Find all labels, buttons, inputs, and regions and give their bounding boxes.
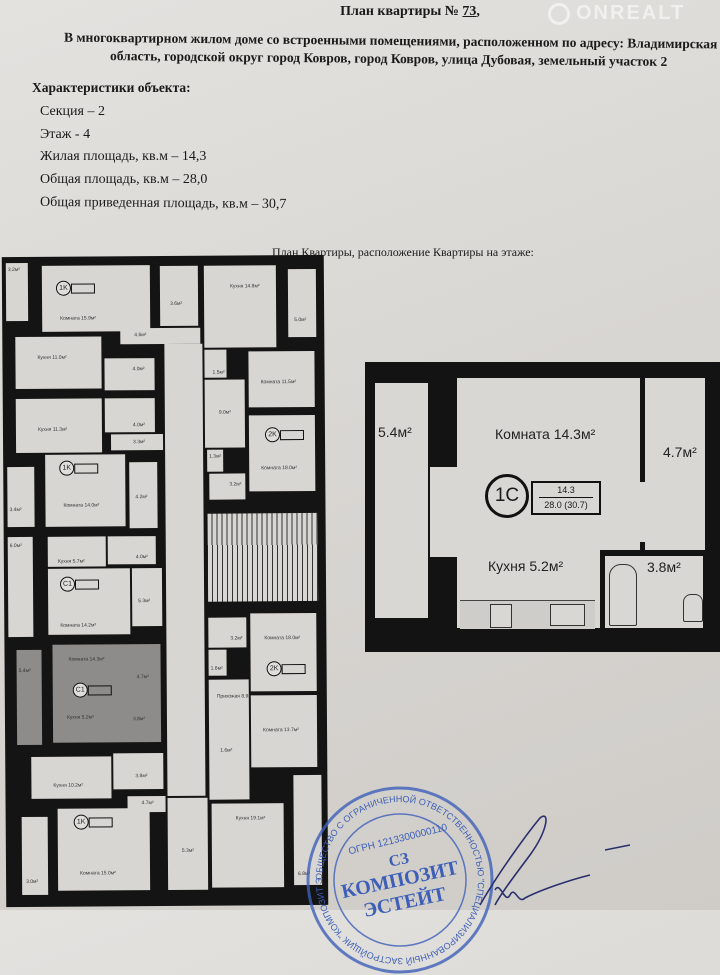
apartment-badge: 1K <box>59 460 75 476</box>
apartment-badge: 1K <box>55 280 72 296</box>
title-prefix: План квартиры № <box>340 4 463 19</box>
room: 3.0м² <box>21 816 49 896</box>
room: 3.2м² <box>5 262 29 322</box>
apartment-number: 73 <box>462 4 477 19</box>
signature <box>479 815 631 906</box>
highlighted-balcony: 5.4м² <box>16 649 43 746</box>
room: 1.6м² <box>210 741 232 770</box>
apartment-badge: 2K <box>266 661 282 677</box>
closet-label: 4.7м² <box>663 444 697 460</box>
room: 4.0м² <box>104 398 155 433</box>
floor-plan: 3.2м² Комната 15.9м² 3.6м² 4.6м² Кухня 1… <box>1 254 329 908</box>
balcony-label: 5.4м² <box>378 424 412 440</box>
characteristic-section: Секция – 2 <box>40 104 105 119</box>
room: 3.3м² <box>110 434 164 451</box>
total-area: 28.0 (30.7) <box>544 500 588 510</box>
characteristics-heading: Характеристики объекта: <box>32 80 191 95</box>
watermark-logo-icon <box>548 2 570 25</box>
room: Комната 18.0м² <box>250 612 317 692</box>
sink-icon <box>550 604 585 626</box>
room: Кухня 11.0м² <box>15 336 102 390</box>
title-suffix: , <box>476 4 480 19</box>
characteristic-total-area: Общая площадь, кв.м – 28,0 <box>40 172 208 187</box>
room: 4.0м² <box>104 358 155 391</box>
page-title: План квартиры № 73, <box>300 4 520 20</box>
characteristic-living-area: Жилая площадь, кв.м – 14,3 <box>40 149 207 164</box>
room: Комната 11.5м² <box>248 350 315 408</box>
kitchen-label: Кухня 5.2м² <box>488 558 564 574</box>
room: 3.8м² <box>113 753 164 790</box>
balcony <box>375 383 428 618</box>
room: 1.5м² <box>204 349 227 378</box>
stairwell <box>207 512 319 602</box>
apartment-plan: 5.4м² Комната 14.3м² 4.7м² Кухня 5.2м² 3… <box>365 362 720 652</box>
corridor <box>164 343 206 796</box>
room: 3.2м² <box>208 617 247 648</box>
bathroom-label: 3.8м² <box>647 559 681 575</box>
room: 5.3м² <box>131 568 163 627</box>
characteristic-floor: Этаж - 4 <box>40 127 91 142</box>
stamp-line1: СЗ <box>387 850 411 871</box>
room: Комната 18.0м² <box>248 414 316 492</box>
room: Комната 15.9м² <box>41 265 151 332</box>
room: 9.0м² <box>204 379 246 448</box>
apartment-type-badge: 1С <box>485 474 529 518</box>
apartment-badge: 1K <box>73 814 89 830</box>
apartment-badge: 2K <box>264 427 281 443</box>
closet-opening <box>640 482 650 542</box>
apartment-badge: C1 <box>59 576 76 592</box>
stove-icon <box>490 604 512 628</box>
room: 3.4м² <box>7 466 35 528</box>
balcony-door <box>430 467 457 557</box>
room: Кухня 10.2м² <box>31 756 112 799</box>
watermark-text: ONREALT <box>576 2 686 24</box>
room: Кухня 14.8м² <box>203 265 277 348</box>
room: 6.0м² <box>7 536 34 638</box>
apartment-badge: C1 <box>72 682 88 698</box>
room: 4.6м² <box>120 327 201 345</box>
watermark: ONREALT <box>548 1 685 25</box>
room: 1.3м² <box>207 449 224 472</box>
room: 1.6м² <box>208 649 227 676</box>
room: 5.3м² <box>167 797 209 890</box>
bathtub-icon <box>609 564 637 626</box>
area-box: 14.3 28.0 (30.7) <box>531 481 601 515</box>
room: 4.0м² <box>107 536 156 565</box>
room: Кухня 5.7м² <box>47 536 106 567</box>
address-line-2: область, городской округ город Ковров, г… <box>109 48 668 69</box>
characteristic-reduced-area: Общая приведенная площадь, кв.м – 30,7 <box>39 194 287 213</box>
plan-caption: План Квартиры, расположение Квартиры на … <box>272 245 534 259</box>
room: 4.2м² <box>129 462 158 529</box>
room: 5.0м² <box>287 268 317 338</box>
room: Кухня 11.3м² <box>15 398 103 454</box>
room: Кухня 19.1м² <box>211 803 285 888</box>
room: Комната 14.2м² <box>47 568 131 635</box>
toilet-icon <box>683 594 703 622</box>
room: 3.6м² <box>159 265 199 327</box>
room: 3.2м² <box>209 473 246 500</box>
room: Прихожая 8.9м² <box>208 679 253 800</box>
living-area: 14.3 <box>539 483 593 498</box>
room: Комната 13.7м² <box>250 694 318 768</box>
room-label: Комната 14.3м² <box>495 426 596 442</box>
